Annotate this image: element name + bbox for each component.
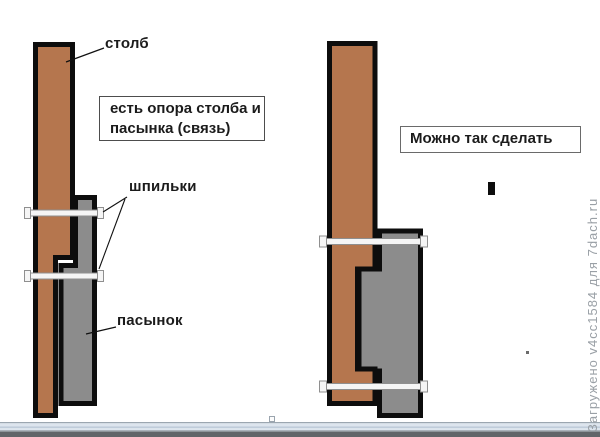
right-note-box: Можно так сделать [400,126,581,153]
left-stud-1-right-nut [97,207,104,219]
right-note-text: Можно так сделать [410,130,553,147]
left-stud-1-left-nut [24,207,31,219]
small-dot-mark [526,351,529,354]
left-note-line-1: есть опора столба и [110,100,261,117]
ground-top-line [0,422,600,424]
right-stud-2-rod [323,383,423,390]
right-stud-1-rod [323,238,423,245]
ground-dark-band [0,431,600,437]
post-label: столб [105,35,149,52]
left-stud-2-right-nut [97,270,104,282]
selection-handle-square [269,416,275,422]
ground-strip [0,422,600,437]
ground-mid-band [0,426,600,429]
right-stud-2-left-nut [319,380,327,393]
right-stud-1-right-nut [420,235,428,248]
ground-light-band-1 [0,423,600,427]
left-stud-1 [24,207,104,219]
watermark-text: Загружено v4cc1584 для 7dach.ru [585,197,600,432]
support-leader-line [85,326,117,335]
post-leader-line [65,47,105,63]
support-label: пасынок [117,312,183,329]
left-stud-2 [24,270,104,282]
left-note-line-2: пасынка (связь) [110,120,231,137]
left-assembly [24,42,128,418]
right-post-shape [327,41,378,406]
small-black-mark [488,182,495,195]
right-assembly [319,41,428,418]
studs-label: шпильки [129,178,197,195]
left-support-shape [58,195,97,406]
left-post-shape [33,42,75,418]
left-stud-2-left-nut [24,270,31,282]
right-stud-1-left-nut [319,235,327,248]
studs-leader-line-1 [102,196,128,213]
right-stud-2 [319,380,428,393]
left-stud-2-rod [26,272,102,280]
left-stud-1-rod [26,209,102,217]
ground-divider-line [0,430,600,432]
left-note-box: есть опора столба и пасынка (связь) [99,96,265,141]
right-stud-1 [319,235,428,248]
right-stud-2-right-nut [420,380,428,393]
studs-leader-line-2 [98,198,126,270]
ground-light-band-2 [0,428,600,431]
